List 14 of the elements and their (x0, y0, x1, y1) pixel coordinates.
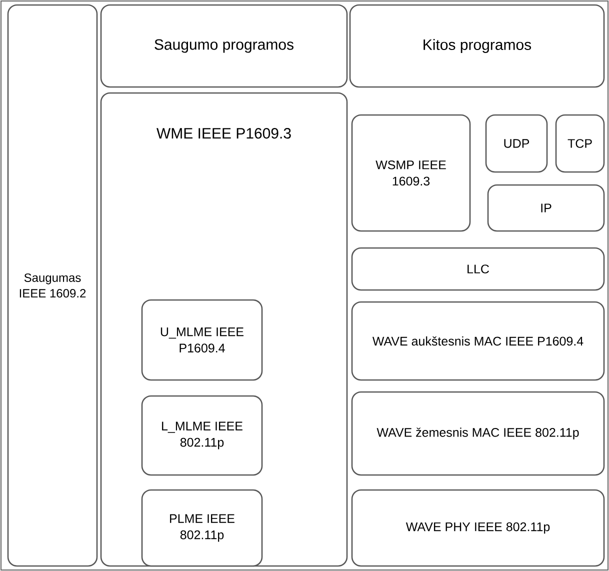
stack-layer-box: IP (487, 184, 605, 232)
stack-layer-box: UDP (485, 114, 548, 173)
stack-layer-box: TCP (555, 114, 605, 173)
stack-layer-box: WAVE žemesnis MAC IEEE 802.11p (351, 391, 605, 476)
stack-layer-box: Saugumas IEEE 1609.2 (7, 4, 98, 567)
stack-layer-box: U_MLME IEEE P1609.4 (141, 299, 263, 381)
stack-layer-box: LLC (351, 247, 605, 291)
stack-layer-box: Kitos programos (349, 4, 605, 88)
stack-layer-box: L_MLME IEEE 802.11p (141, 395, 263, 476)
stack-layer-box: WAVE aukštesnis MAC IEEE P1609.4 (351, 301, 605, 381)
stack-layer-box: PLME IEEE 802.11p (141, 489, 263, 567)
stack-layer-box: WAVE PHY IEEE 802.11p (351, 489, 605, 567)
stack-layer-box: WSMP IEEE 1609.3 (351, 114, 471, 232)
stack-layer-box: Saugumo programos (100, 4, 348, 88)
